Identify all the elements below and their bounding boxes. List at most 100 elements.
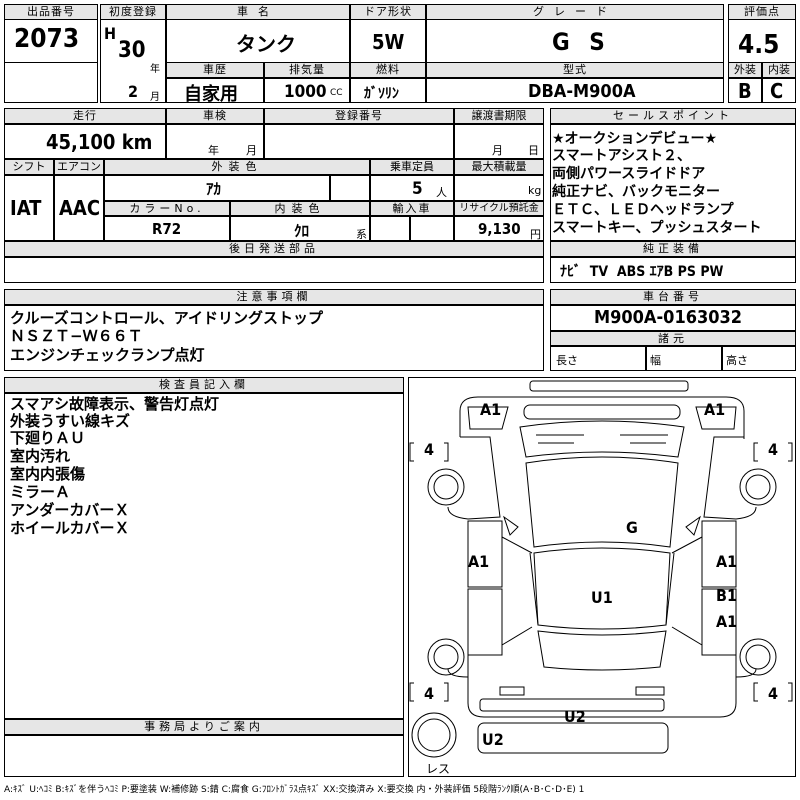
mark-u1-roof: U1 — [591, 588, 613, 607]
displacement-box — [264, 78, 350, 103]
month-unit: 月 — [150, 92, 160, 103]
left-rear-door — [467, 588, 503, 656]
capacity-box — [370, 175, 454, 201]
int-color-unit: 系 — [356, 228, 367, 241]
displacement-label: 排気量 — [264, 62, 350, 78]
rear-gate — [479, 698, 665, 712]
chassis-no: M900A-0163032 — [594, 307, 743, 328]
color-no: R72 — [152, 220, 182, 238]
max-load-unit: kg — [528, 184, 542, 197]
history-box — [166, 78, 264, 103]
inspector-line-1: スマアシ故障表示、警告灯点灯 — [10, 395, 219, 413]
chassis-label: 車台番号 — [550, 289, 796, 305]
inspector-box — [4, 393, 404, 719]
int-color-label: 内装色 — [230, 201, 370, 216]
sales-point-6: スマートキー、プッシュスタート — [552, 220, 762, 236]
interior-box — [762, 78, 796, 103]
sales-point-3: 両側パワースライドドア — [552, 166, 706, 182]
recycle-unit: 円 — [530, 228, 541, 241]
int-color: ｸﾛ — [294, 222, 310, 240]
import-label: 輸入車 — [370, 201, 454, 216]
mirror-right — [685, 515, 701, 536]
transfer-month-unit: 月 — [492, 144, 503, 157]
notes-label: 注意事項欄 — [4, 289, 544, 305]
era: H — [104, 24, 117, 43]
door-type: 5W — [372, 30, 405, 54]
windshield — [525, 456, 679, 548]
color-no-box — [104, 216, 230, 241]
rear-outline — [467, 677, 737, 718]
mark-b1-right: B1 — [716, 586, 737, 605]
air-conditioner: AAC — [59, 196, 101, 220]
note-line-3: エンジンチェックランプ点灯 — [10, 346, 205, 364]
tire-front-left — [427, 468, 465, 506]
model: DBA-M900A — [528, 81, 636, 102]
fuel-label: 燃料 — [350, 62, 426, 78]
length-label: 長さ — [556, 354, 578, 367]
car-name: タンク — [236, 32, 296, 56]
rear-glass — [537, 630, 667, 671]
dims-label: 諸元 — [550, 331, 796, 346]
transfer-label: 譲渡書期限 — [454, 108, 544, 124]
sales-point-2: スマートアシスト２、 — [552, 148, 692, 164]
mark-g-windshield: G — [626, 518, 638, 537]
mark-a1-right: A1 — [716, 552, 738, 571]
shift-box — [4, 175, 54, 241]
later-parts-box — [4, 257, 544, 283]
inspector-label: 検査員記入欄 — [4, 377, 404, 393]
mark-tire-fr: 4 — [768, 440, 779, 459]
headlight-left — [467, 406, 509, 430]
score: 4.5 — [738, 30, 780, 60]
headlight-right — [695, 406, 737, 430]
shift: IAT — [10, 196, 42, 220]
mark-a1-left: A1 — [468, 552, 490, 571]
first-reg-label: 初度登録 — [100, 4, 166, 20]
displacement-unit: CC — [330, 88, 343, 98]
ext-color-box-2 — [330, 175, 370, 201]
sales-points-box — [550, 124, 796, 241]
front-bumper — [529, 380, 689, 392]
reg-no-label: 登録番号 — [264, 108, 454, 124]
grille — [523, 404, 681, 420]
inspection-year-unit: 年 — [208, 144, 219, 157]
mark-tire-fl: 4 — [424, 440, 435, 459]
ac-box — [54, 175, 104, 241]
shift-label: シフト — [4, 159, 54, 175]
mileage-label: 走行 — [4, 108, 166, 124]
later-parts-label: 後日発送部品 — [4, 241, 544, 257]
sales-point-4: 純正ナビ、バックモニター — [552, 184, 720, 200]
mark-u2-rear: U2 — [564, 707, 586, 726]
mark-tire-rr: 4 — [768, 684, 779, 703]
score-label: 評価点 — [728, 4, 796, 20]
ext-color: ｱｶ — [206, 180, 222, 198]
tire-rear-left — [427, 638, 465, 676]
ext-color-box — [104, 175, 330, 201]
inspector-line-6: ミラーＡ — [10, 483, 71, 501]
recycle-box — [454, 216, 544, 241]
mirror-left — [503, 515, 519, 536]
first-reg-box — [100, 4, 166, 103]
model-label: 型式 — [426, 62, 724, 78]
color-no-label: カラーNo. — [104, 201, 230, 216]
mark-u2-rear-left: U2 — [482, 730, 504, 749]
inspector-line-2: 外装うすい線キズ — [10, 412, 131, 430]
import-box — [370, 216, 410, 241]
car-diagram — [409, 380, 793, 758]
inspector-line-4: 室内汚れ — [10, 447, 71, 465]
notes-box — [4, 305, 544, 371]
exterior-label: 外装 — [728, 62, 762, 78]
chassis-box — [550, 305, 796, 331]
import-box-2 — [410, 216, 454, 241]
genuine-equipment-box — [550, 257, 796, 283]
mark-spare-none: レス — [426, 762, 451, 776]
right-front-door — [701, 520, 737, 588]
inspection-month-unit: 月 — [246, 144, 257, 157]
lot-no-label: 出品番号 — [4, 4, 98, 20]
grade: G S — [552, 28, 611, 56]
history: 自家用 — [184, 84, 238, 105]
rear-lamp-left — [499, 686, 525, 696]
inspector-line-7: アンダーカバーＸ — [10, 501, 130, 519]
lot-no-divider — [4, 62, 98, 63]
first-reg-month: 2 — [128, 82, 139, 101]
transfer-box — [454, 124, 544, 159]
